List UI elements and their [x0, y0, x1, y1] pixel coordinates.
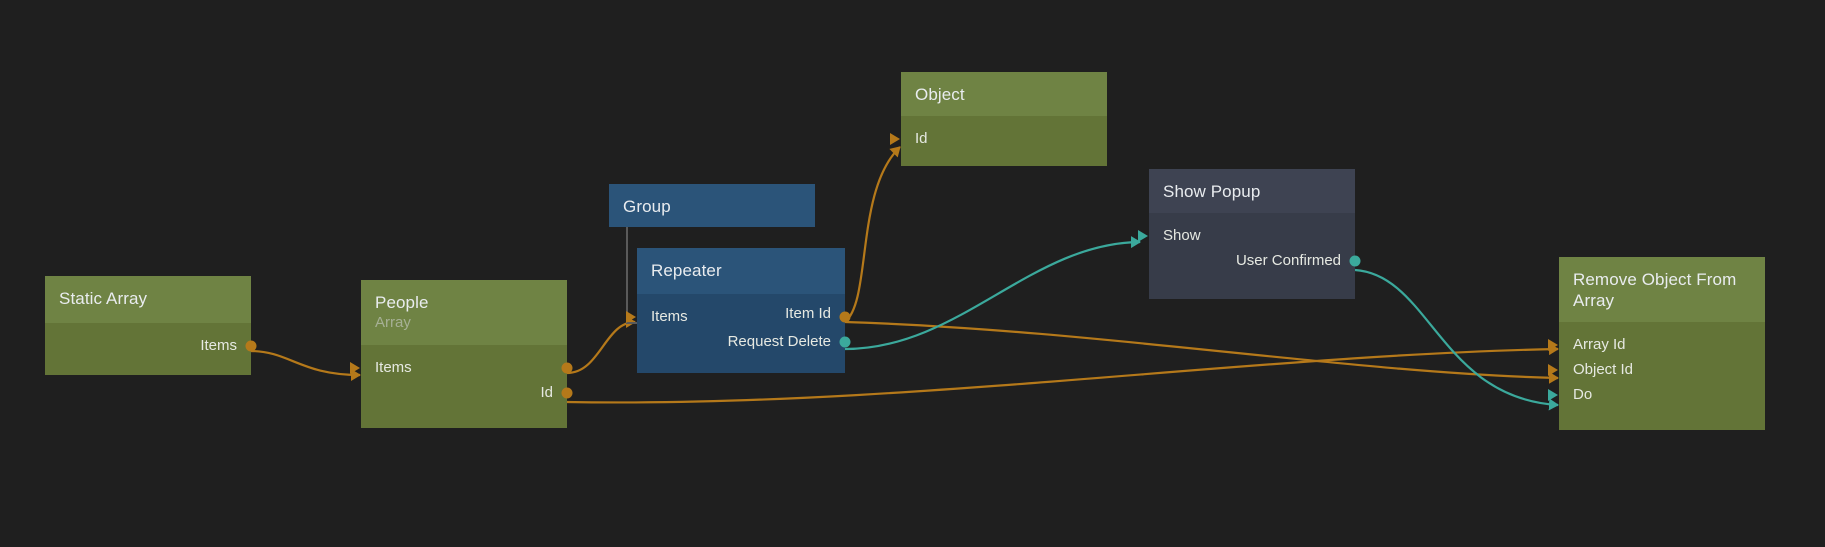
port-remove-array-id-in[interactable]: Array Id [1548, 332, 1765, 357]
port-object-id-in[interactable]: Id [890, 126, 1107, 151]
node-title: Group [623, 197, 671, 216]
port-arrow-data [1548, 338, 1558, 351]
node-show-popup-body: Show User Confirmed [1138, 213, 1361, 299]
port-arrow-event [1138, 229, 1148, 242]
node-title: Object [915, 85, 965, 104]
node-static-array-body: Items [45, 323, 257, 375]
wire-people-out-to-repeater-items [566, 316, 636, 375]
wire-static-array-items-to-people-items [249, 349, 361, 381]
port-dot-data[interactable] [561, 362, 573, 373]
node-title: Repeater [651, 261, 722, 280]
port-repeater-items-in[interactable]: Items [626, 304, 851, 329]
node-title: Remove Object From Array [1573, 270, 1737, 310]
port-label: Array Id [1573, 336, 1626, 353]
wire-repeater-requestdelete-to-showpopup-show [844, 236, 1141, 351]
node-repeater-body: Items Request Delete [626, 294, 851, 373]
node-repeater[interactable]: Repeater Items Request Delete Item Id [626, 248, 851, 373]
port-dot-data[interactable] [245, 340, 257, 351]
port-show-popup-user-confirmed-out[interactable]: User Confirmed [1149, 248, 1361, 273]
node-static-array[interactable]: Static Array Items [45, 276, 257, 375]
port-label: Items [200, 337, 237, 354]
node-remove-object-from-array[interactable]: Remove Object From Array Array Id Object… [1548, 257, 1765, 430]
node-title: People [375, 293, 429, 312]
wire-repeater-itemid-to-object-id [844, 146, 901, 323]
port-label: Do [1573, 386, 1593, 403]
node-title: Static Array [59, 289, 148, 308]
node-people[interactable]: People Array Items Id [350, 280, 573, 428]
port-label: User Confirmed [1235, 252, 1341, 269]
port-remove-do-in[interactable]: Do [1548, 382, 1765, 407]
node-static-array-header[interactable]: Static Array [45, 276, 251, 323]
port-people-id-out[interactable]: Id [361, 380, 573, 405]
port-label: Items [651, 308, 688, 325]
node-people-header[interactable]: People Array [361, 280, 567, 345]
node-object[interactable]: Object Id [890, 72, 1107, 166]
port-show-popup-show-in[interactable]: Show [1138, 223, 1355, 248]
port-arrow-data [890, 132, 900, 145]
port-label: Object Id [1573, 361, 1634, 378]
node-repeater-header[interactable]: Repeater [637, 248, 845, 294]
port-dot-event[interactable] [1349, 255, 1361, 266]
port-label: Show [1163, 227, 1201, 244]
port-dot-event[interactable] [839, 336, 851, 347]
port-label: Id [915, 130, 928, 147]
node-object-header[interactable]: Object [901, 72, 1107, 116]
node-remove-object-from-array-body: Array Id Object Id Do [1548, 322, 1765, 430]
port-remove-object-id-in[interactable]: Object Id [1548, 357, 1765, 382]
port-arrow-data [626, 310, 636, 323]
wire-showpopup-userconfirmed-to-remove-do [1354, 268, 1559, 411]
node-subtitle: Array [375, 314, 411, 331]
port-dot-data[interactable] [839, 311, 851, 322]
node-remove-object-from-array-header[interactable]: Remove Object From Array [1559, 257, 1765, 322]
port-static-array-items-out[interactable]: Items [45, 333, 257, 358]
port-label: Id [540, 384, 553, 401]
node-group[interactable]: Group [609, 184, 815, 227]
port-arrow-data [350, 361, 360, 374]
port-label: Items [375, 359, 412, 376]
port-dot-data[interactable] [561, 387, 573, 398]
port-people-items-in[interactable]: Items [350, 355, 573, 380]
node-show-popup-header[interactable]: Show Popup [1149, 169, 1355, 213]
port-arrow-data [1548, 363, 1558, 376]
node-object-body: Id [890, 116, 1107, 166]
node-people-body: Items Id [350, 345, 573, 428]
port-label: Request Delete [727, 333, 831, 350]
node-group-header[interactable]: Group [609, 184, 815, 227]
node-title: Show Popup [1163, 182, 1261, 201]
wire-repeater-itemid-to-remove-objectid [844, 320, 1559, 384]
port-arrow-event [1548, 388, 1558, 401]
node-show-popup[interactable]: Show Popup Show User Confirmed [1138, 169, 1361, 299]
port-repeater-request-delete-out[interactable]: Request Delete [637, 329, 851, 354]
